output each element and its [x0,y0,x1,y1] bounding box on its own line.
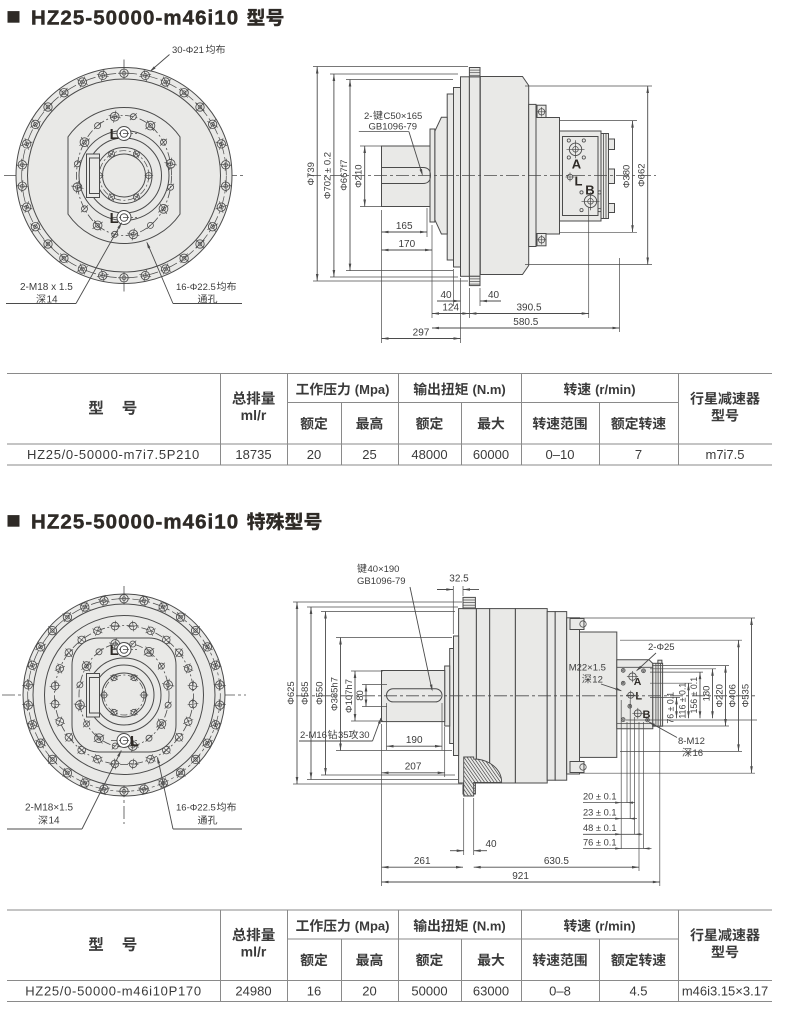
svg-text:390.5: 390.5 [516,302,541,313]
svg-text:4.5: 4.5 [629,984,647,999]
svg-text:Φ625: Φ625 [286,681,297,704]
svg-text:L: L [635,691,642,703]
svg-text:GB1096-79: GB1096-79 [357,576,406,587]
svg-text:Φ739: Φ739 [306,162,317,185]
svg-text:Φ702 ± 0.2: Φ702 ± 0.2 [323,152,334,199]
svg-text:L: L [130,734,139,750]
svg-text:170: 170 [398,239,415,250]
svg-text:20 ± 0.1: 20 ± 0.1 [583,791,617,801]
svg-text:(r/min): (r/min) [595,919,635,934]
svg-text:(Mpa): (Mpa) [355,382,390,397]
svg-text:HZ25/0-50000-m46i10P170: HZ25/0-50000-m46i10P170 [25,984,202,999]
svg-text:m7i7.5: m7i7.5 [705,447,744,462]
svg-text:30-Φ21: 30-Φ21 [172,45,204,56]
svg-text:Φ107h7: Φ107h7 [344,679,355,713]
svg-text:50000: 50000 [411,984,447,999]
svg-text:156 ± 0.1: 156 ± 0.1 [689,677,699,714]
svg-text:ml/r: ml/r [241,407,267,423]
svg-text:76 ± 0.1: 76 ± 0.1 [665,692,675,724]
svg-text:C50×165: C50×165 [384,111,423,122]
svg-text:40: 40 [485,839,497,850]
svg-text:Φ406: Φ406 [727,684,738,707]
svg-text:48 ± 0.1: 48 ± 0.1 [583,823,617,833]
svg-text:HZ25-50000-m46i10: HZ25-50000-m46i10 [31,511,239,534]
svg-text:L: L [575,174,583,189]
svg-text:23 ± 0.1: 23 ± 0.1 [583,807,617,817]
svg-text:2-M16: 2-M16 [300,730,327,741]
svg-text:180: 180 [701,686,712,702]
svg-text:40×190: 40×190 [368,564,400,575]
svg-text:25: 25 [362,447,376,462]
svg-text:20: 20 [307,447,321,462]
svg-text:2-M18 x 1.5: 2-M18 x 1.5 [20,282,73,293]
svg-text:B: B [643,709,651,721]
svg-text:2-: 2- [364,111,372,122]
svg-text:8-M12: 8-M12 [678,736,705,747]
svg-text:L: L [110,211,119,227]
svg-text:116 ± 0.1: 116 ± 0.1 [677,683,687,719]
svg-text:48000: 48000 [411,447,447,462]
svg-text:124: 124 [442,302,459,313]
svg-text:(Mpa): (Mpa) [355,919,390,934]
svg-text:Φ210: Φ210 [354,164,365,187]
svg-text:190: 190 [406,735,423,746]
svg-text:40: 40 [488,290,500,301]
svg-text:A: A [634,676,642,688]
svg-text:L: L [110,127,119,143]
svg-text:L: L [110,643,119,659]
svg-text:16: 16 [307,984,321,999]
svg-text:80: 80 [355,690,366,701]
svg-text:35: 35 [338,730,349,741]
svg-text:(r/min): (r/min) [595,382,635,397]
svg-text:GB1096-79: GB1096-79 [369,122,418,133]
svg-text:(N.m): (N.m) [473,919,506,934]
svg-text:921: 921 [512,871,529,882]
svg-text:297: 297 [413,327,430,338]
svg-text:207: 207 [405,762,422,773]
svg-text:16-Φ22.5: 16-Φ22.5 [176,282,216,293]
svg-text:16: 16 [693,748,704,759]
svg-text:Φ220: Φ220 [714,684,725,707]
svg-text:20: 20 [362,984,376,999]
svg-text:Φ667f7: Φ667f7 [339,159,350,190]
svg-text:Φ385h7: Φ385h7 [329,677,340,711]
svg-text:40: 40 [440,290,452,301]
svg-text:ml/r: ml/r [241,944,267,960]
svg-text:7: 7 [635,447,642,462]
svg-text:Φ585: Φ585 [300,681,311,704]
svg-text:14: 14 [49,816,61,827]
svg-text:12: 12 [592,675,603,686]
svg-text:HZ25/0-50000-m7i7.5P210: HZ25/0-50000-m7i7.5P210 [27,447,200,462]
svg-text:0–10: 0–10 [546,447,575,462]
svg-text:B: B [585,183,594,198]
svg-text:14: 14 [47,295,59,306]
svg-text:16-Φ22.5: 16-Φ22.5 [176,803,216,814]
svg-text:24980: 24980 [235,984,271,999]
svg-text:M22×1.5: M22×1.5 [569,663,606,674]
svg-text:A: A [572,157,582,172]
svg-text:76 ± 0.1: 76 ± 0.1 [583,837,617,847]
svg-text:2-M18×1.5: 2-M18×1.5 [25,803,74,814]
svg-text:32.5: 32.5 [449,574,469,585]
svg-text:Φ535: Φ535 [740,684,751,707]
svg-text:0–8: 0–8 [549,984,571,999]
svg-text:30: 30 [359,730,370,741]
svg-text:580.5: 580.5 [513,317,538,328]
svg-text:63000: 63000 [473,984,509,999]
svg-text:60000: 60000 [473,447,509,462]
svg-text:Φ662: Φ662 [637,163,648,186]
svg-text:HZ25-50000-m46i10: HZ25-50000-m46i10 [31,7,239,30]
svg-text:18735: 18735 [235,447,271,462]
svg-text:630.5: 630.5 [544,856,569,867]
svg-text:Φ380: Φ380 [621,165,632,188]
svg-text:m46i3.15×3.17: m46i3.15×3.17 [682,984,768,999]
svg-text:165: 165 [396,221,413,232]
svg-text:(N.m): (N.m) [473,382,506,397]
svg-text:Φ550: Φ550 [314,681,325,704]
svg-text:2-Φ25: 2-Φ25 [648,642,675,653]
svg-text:261: 261 [414,856,431,867]
